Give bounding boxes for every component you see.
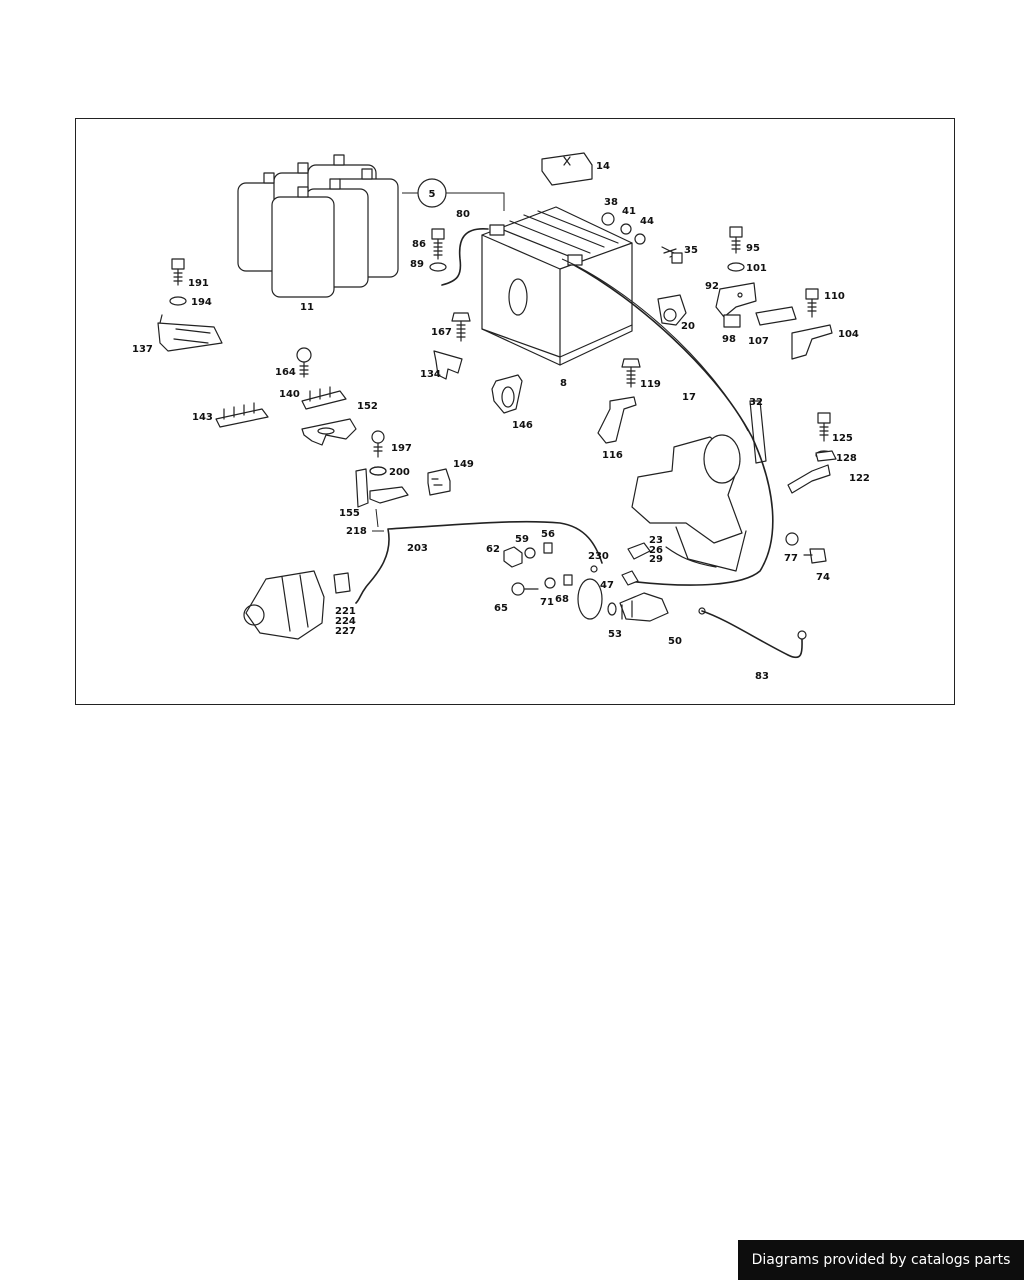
air-duct-illustration — [631, 434, 747, 572]
callout-194: 194 — [191, 297, 212, 308]
callout-labels: 5 14 38 41 44 35 80 86 89 95 101 11 191 … — [132, 161, 870, 682]
callout-89: 89 — [410, 259, 424, 270]
callout-152: 152 — [357, 401, 378, 412]
attribution-banner: Diagrams provided by catalogs parts — [738, 1240, 1024, 1280]
callout-80: 80 — [456, 209, 470, 220]
callout-68: 68 — [555, 594, 569, 605]
callout-122: 122 — [849, 473, 870, 484]
callout-50: 50 — [668, 636, 682, 647]
callout-110: 110 — [824, 291, 845, 302]
battery-cable-80 — [441, 228, 489, 286]
callout-125: 125 — [832, 433, 853, 444]
main-cable-17 — [573, 264, 774, 586]
callout-98: 98 — [722, 334, 736, 345]
alternator-illustration — [243, 570, 325, 640]
callout-53: 53 — [608, 629, 622, 640]
ground-strap-83 — [701, 610, 803, 659]
callout-23: 23 — [649, 535, 663, 546]
brackets-and-clips — [157, 282, 837, 508]
callout-56: 56 — [541, 529, 555, 540]
callout-59: 59 — [515, 534, 529, 545]
diagram-frame: 5 14 38 41 44 35 80 86 89 95 101 11 191 … — [75, 118, 955, 705]
callout-47: 47 — [600, 580, 614, 591]
callout-62: 62 — [486, 544, 500, 555]
callout-35: 35 — [684, 245, 698, 256]
callout-116: 116 — [602, 450, 623, 461]
kit-callout-marker — [402, 178, 505, 211]
callout-203: 203 — [407, 543, 428, 554]
callout-200: 200 — [389, 467, 410, 478]
callout-74: 74 — [816, 572, 830, 583]
wiring-harness-203 — [355, 520, 603, 604]
callout-11: 11 — [300, 302, 314, 313]
sensor-assembly — [577, 578, 669, 622]
callout-26: 26 — [649, 545, 663, 556]
water-bottles-illustration — [237, 154, 399, 298]
callout-29: 29 — [649, 554, 663, 565]
parts-diagram: 5 14 38 41 44 35 80 86 89 95 101 11 191 … — [132, 152, 870, 682]
callout-137: 137 — [132, 344, 153, 355]
callout-191: 191 — [188, 278, 209, 289]
callout-77: 77 — [784, 553, 798, 564]
battery-illustration — [481, 206, 633, 366]
callout-83: 83 — [755, 671, 769, 682]
connector-221 — [333, 572, 351, 594]
callout-227: 227 — [335, 626, 356, 637]
callout-164: 164 — [275, 367, 296, 378]
connector-parts — [590, 542, 651, 586]
callout-92: 92 — [705, 281, 719, 292]
callout-224: 224 — [335, 616, 356, 627]
callout-140: 140 — [279, 389, 300, 400]
callout-230: 230 — [588, 551, 609, 562]
callout-17: 17 — [682, 392, 696, 403]
callout-14: 14 — [596, 161, 610, 172]
callout-95: 95 — [746, 243, 760, 254]
callout-101: 101 — [746, 263, 767, 274]
callout-155: 155 — [339, 508, 360, 519]
callout-86: 86 — [412, 239, 426, 250]
bolt-hardware — [169, 212, 833, 596]
callout-44: 44 — [640, 216, 654, 227]
callout-146: 146 — [512, 420, 533, 431]
callout-8: 8 — [560, 378, 567, 389]
callout-128: 128 — [836, 453, 857, 464]
callout-107: 107 — [748, 336, 769, 347]
callout-167: 167 — [431, 327, 452, 338]
callout-149: 149 — [453, 459, 474, 470]
callout-119: 119 — [640, 379, 661, 390]
callout-41: 41 — [622, 206, 636, 217]
terminal-cover-14 — [541, 152, 593, 186]
callout-65: 65 — [494, 603, 508, 614]
callout-104: 104 — [838, 329, 859, 340]
callout-218: 218 — [346, 526, 367, 537]
callout-221: 221 — [335, 606, 356, 617]
callout-134: 134 — [420, 369, 441, 380]
callout-143: 143 — [192, 412, 213, 423]
callout-20: 20 — [681, 321, 695, 332]
callout-5: 5 — [429, 189, 436, 200]
callout-38: 38 — [604, 197, 618, 208]
callout-197: 197 — [391, 443, 412, 454]
callout-32: 32 — [749, 397, 763, 408]
callout-71: 71 — [540, 597, 554, 608]
